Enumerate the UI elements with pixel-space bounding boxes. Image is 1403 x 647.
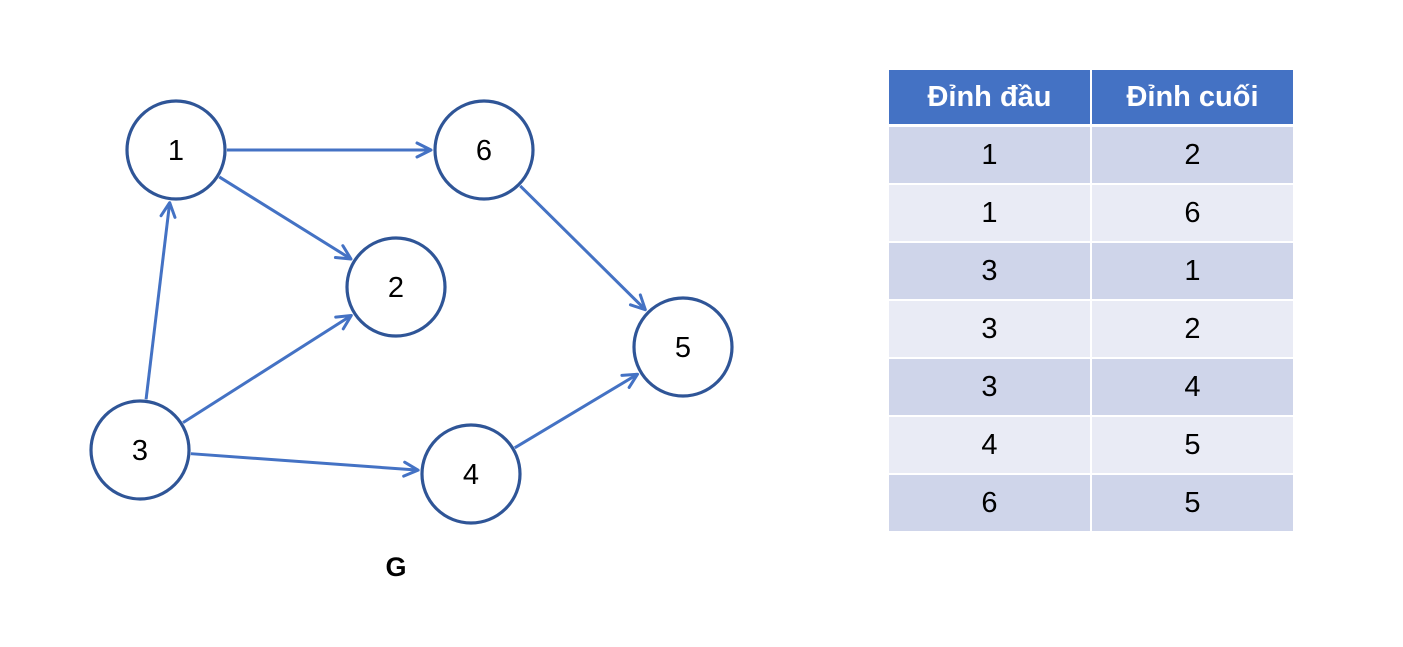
node-circle [125,99,227,201]
node-label: 6 [476,135,492,167]
cell-start-vertex: 4 [889,417,1092,475]
edge-3-to-2 [182,313,353,424]
graph-node-4: 4 [420,423,522,525]
cell-end-vertex: 5 [1092,475,1293,533]
edge-line [190,452,419,472]
edge-4-to-5 [513,372,640,450]
node-label: 3 [132,435,148,467]
edge-3-to-1 [144,201,177,400]
node-circle [345,236,447,338]
graph-node-3: 3 [89,399,191,501]
cell-end-vertex: 6 [1092,185,1293,243]
node-circle [433,99,535,201]
arrow-head-icon [620,372,640,389]
edge-1-to-2 [218,175,353,261]
cell-start-vertex: 6 [889,475,1092,533]
cell-start-vertex: 3 [889,359,1092,417]
graph-node-1: 1 [125,99,227,201]
edge-1-to-6 [227,141,433,159]
edge-3-to-4 [190,452,420,478]
header-end-vertex: Đỉnh cuối [1092,70,1293,127]
cell-end-vertex: 2 [1092,127,1293,185]
cell-start-vertex: 1 [889,185,1092,243]
node-label: 2 [388,272,404,304]
graph-edges [144,141,647,478]
edge-line [513,372,639,450]
node-label: 4 [463,459,479,491]
cell-end-vertex: 5 [1092,417,1293,475]
cell-end-vertex: 1 [1092,243,1293,301]
cell-start-vertex: 3 [889,243,1092,301]
cell-start-vertex: 3 [889,301,1092,359]
edge-line [182,314,353,424]
arrow-head-icon [159,201,177,219]
node-circle [89,399,191,501]
graph-nodes: 1 2 3 4 5 6 [89,99,734,525]
directed-graph: 1 2 3 4 5 6 G [89,99,734,582]
edge-line [144,202,172,400]
node-label: 5 [675,332,691,364]
cell-end-vertex: 2 [1092,301,1293,359]
graph-caption: G [385,552,406,582]
table-header-row: Đỉnh đầu Đỉnh cuối [889,70,1293,127]
node-circle [420,423,522,525]
arrow-head-icon [402,460,420,478]
cell-start-vertex: 1 [889,127,1092,185]
arrow-head-icon [415,141,433,159]
edge-6-to-5 [519,184,647,312]
graph-node-5: 5 [632,296,734,398]
graph-node-2: 2 [345,236,447,338]
arrow-head-icon [628,293,647,312]
node-circle [632,296,734,398]
arrow-head-icon [334,313,353,331]
node-label: 1 [168,135,184,167]
cell-end-vertex: 4 [1092,359,1293,417]
arrow-head-icon [333,244,353,261]
edge-line [218,175,352,261]
edge-line [519,184,647,311]
header-start-vertex: Đỉnh đầu [889,70,1092,127]
graph-node-6: 6 [433,99,535,201]
